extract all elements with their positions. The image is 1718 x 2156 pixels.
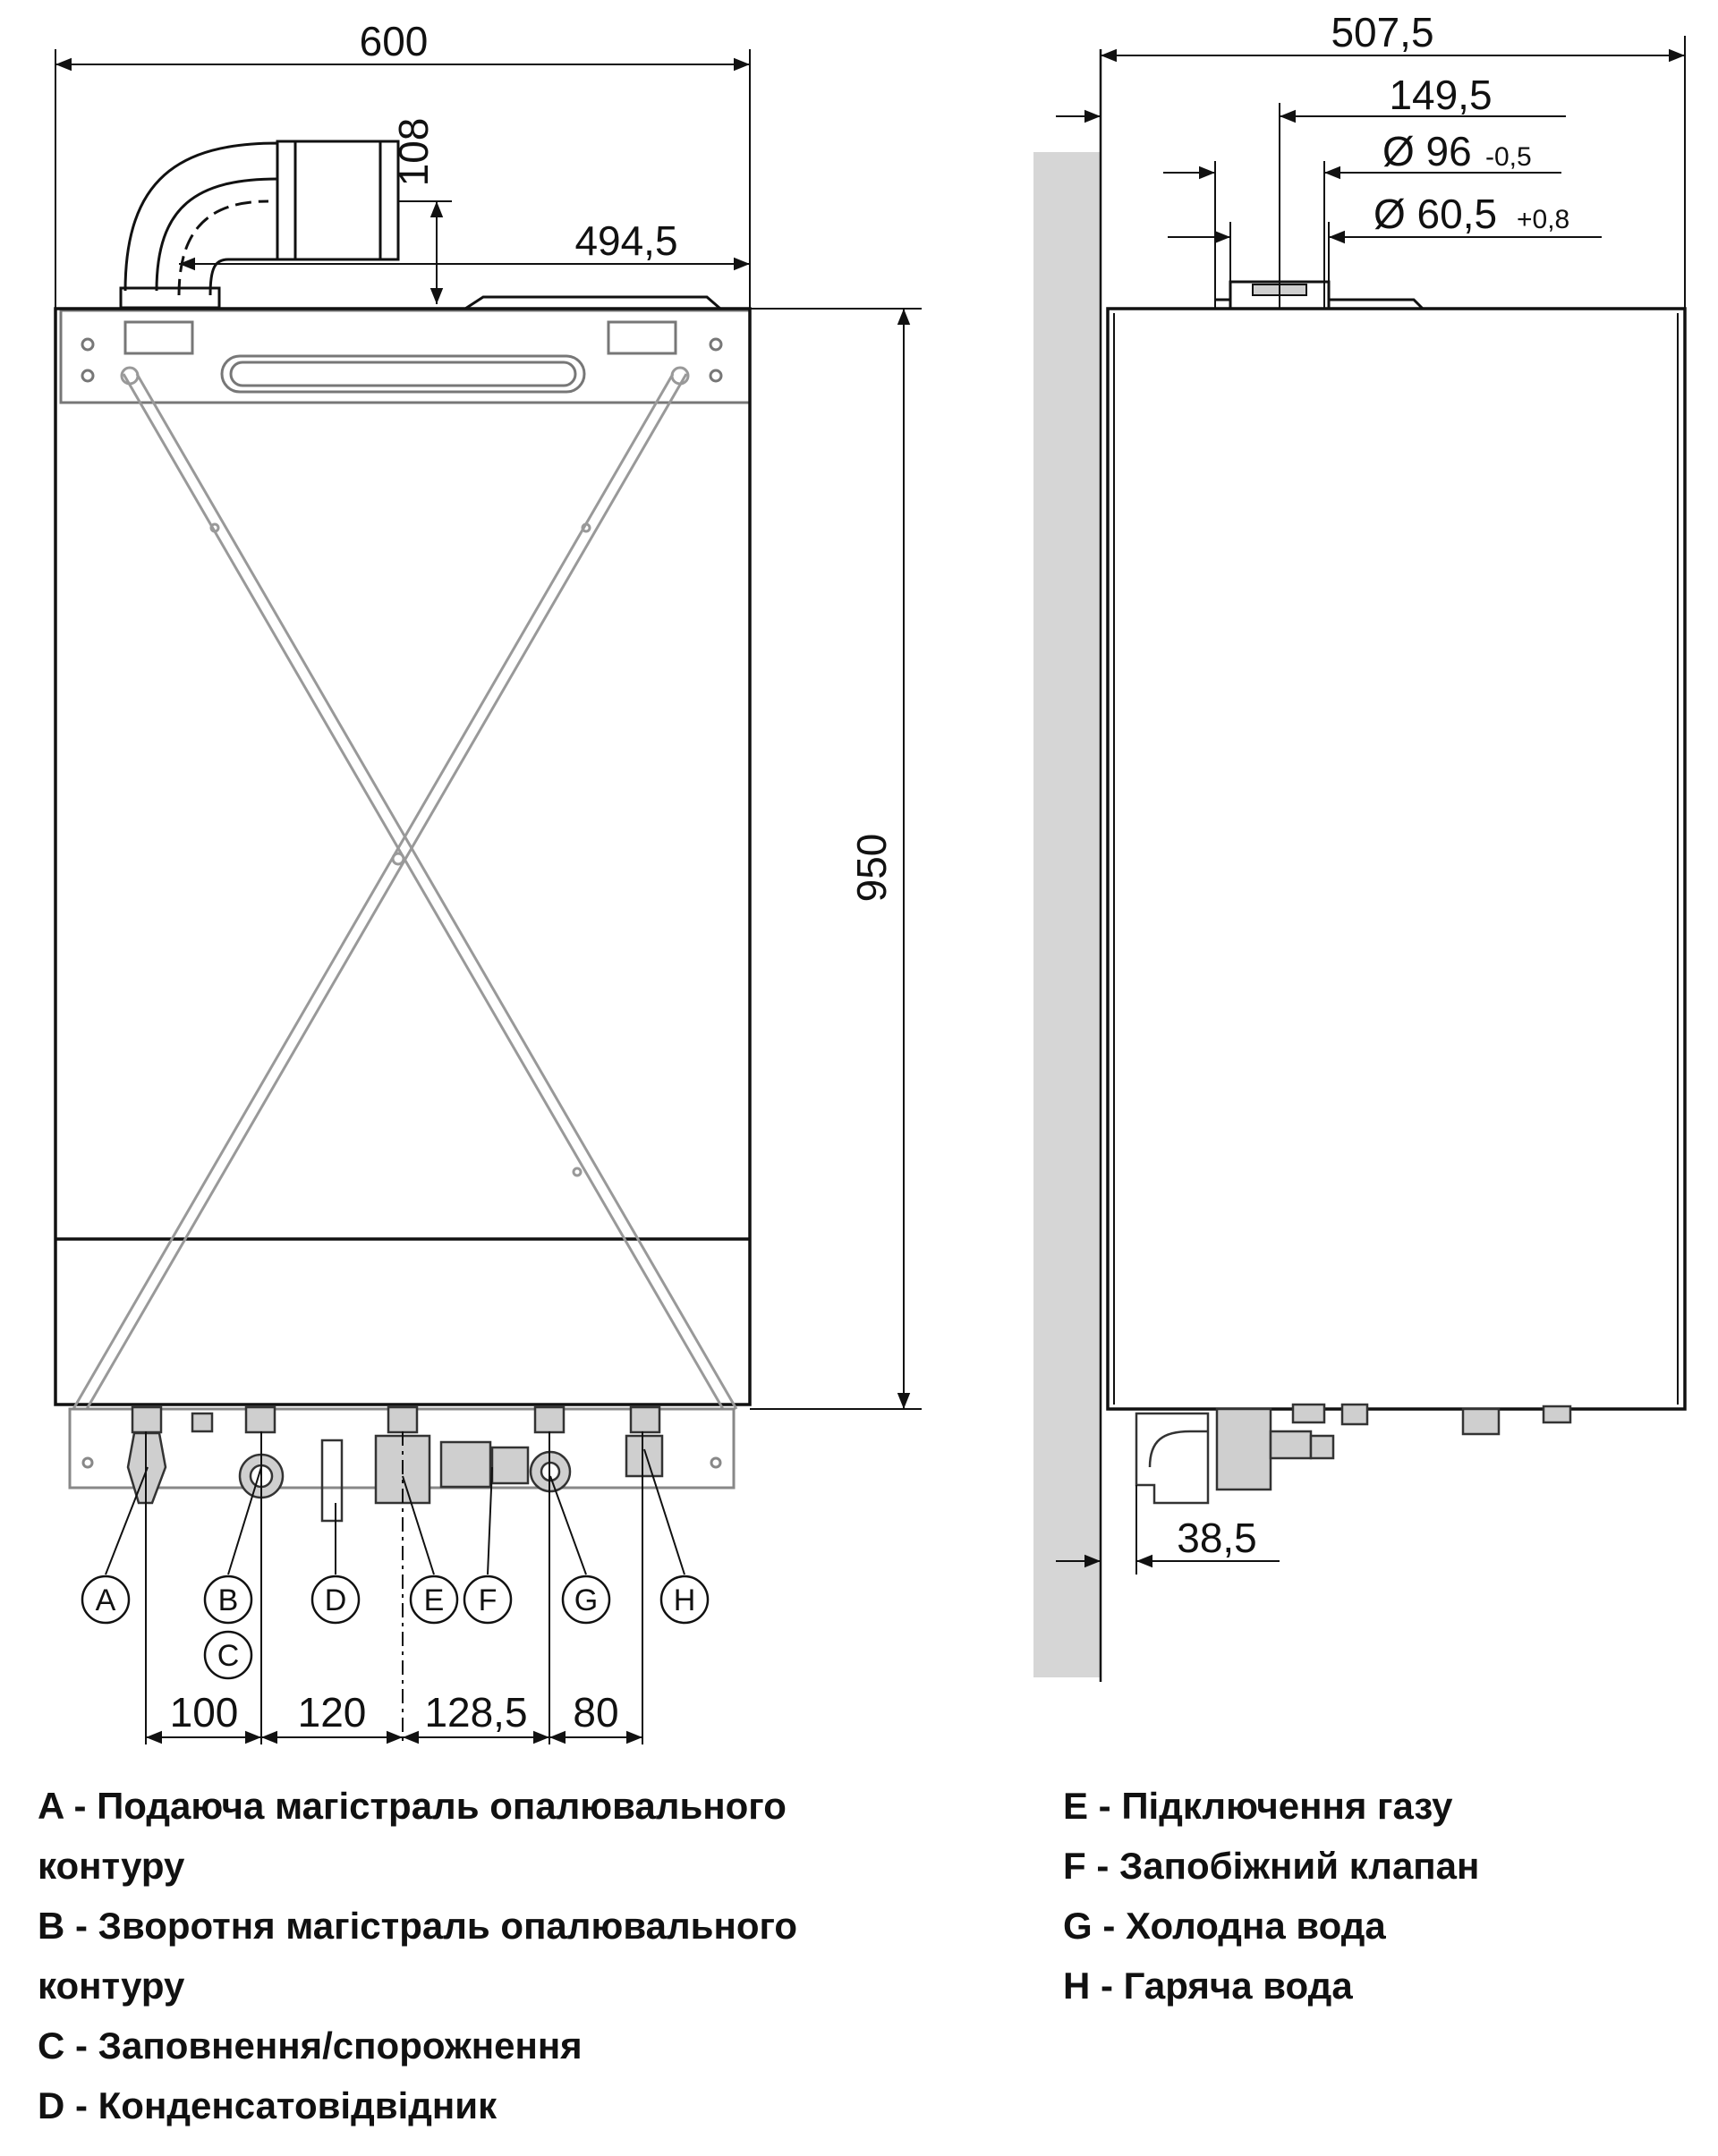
dim-flue-depth <box>1056 103 1566 309</box>
wall-frame <box>72 366 738 1410</box>
legend-item-b: B - Зворотня магістраль опалювального <box>38 1905 798 1947</box>
dim-spacing-2: 120 <box>298 1689 367 1736</box>
dim-width <box>55 49 751 309</box>
side-fittings <box>1135 1403 1572 1505</box>
legend-right: E - Підключення газу F - Запобіжний клап… <box>1063 1776 1689 2016</box>
legend-item-h: H - Гаряча вода <box>1063 1965 1353 2007</box>
dim-wall-offset <box>1056 1485 1280 1575</box>
dim-spacing-3: 128,5 <box>424 1689 527 1736</box>
dim-flue-offset-label: 494,5 <box>574 217 677 264</box>
callout-f: F <box>463 1575 513 1625</box>
svg-text:C: C <box>217 1639 240 1673</box>
dim-outer-dia-label: Ø 96 <box>1382 128 1472 174</box>
legend-item-a: A - Подаюча магістраль опалювального <box>38 1785 787 1827</box>
legend-item-c: C - Заповнення/спорожнення <box>38 2024 583 2067</box>
wall <box>1033 152 1101 1677</box>
mounting-bracket <box>59 309 752 404</box>
dim-inner-dia <box>1168 222 1602 286</box>
dim-outer-tol-label: -0,5 <box>1485 142 1532 172</box>
flue-elbow <box>123 140 400 296</box>
legend-item-a-cont: контуру <box>38 1845 185 1887</box>
dim-outer-dia <box>1163 161 1561 309</box>
flue-top <box>1215 280 1425 310</box>
dim-height <box>750 308 922 1410</box>
connection-axes <box>145 1431 643 1744</box>
svg-text:D: D <box>325 1583 347 1617</box>
dim-flue-depth-label: 149,5 <box>1389 72 1492 118</box>
callout-c: C <box>203 1630 253 1680</box>
callout-h: H <box>659 1575 710 1625</box>
callout-b: B <box>203 1575 253 1625</box>
dim-inner-dia-label: Ø 60,5 <box>1374 191 1497 237</box>
legend-item-f: F - Запобіжний клапан <box>1063 1845 1480 1887</box>
dim-height-label: 950 <box>848 834 895 903</box>
dim-flue-height <box>398 200 452 304</box>
dim-spacing-1: 100 <box>170 1689 239 1736</box>
dim-width-label: 600 <box>360 18 429 64</box>
fittings <box>126 1405 664 1523</box>
svg-text:A: A <box>96 1583 116 1617</box>
dim-inner-tol-label: +0,8 <box>1517 205 1569 234</box>
side-view: 507,5 149,5 Ø 96 -0,5 Ø 60,5 +0,8 <box>1033 9 1687 1682</box>
boiler-body <box>54 307 752 1406</box>
dim-depth <box>1101 36 1686 309</box>
callout-d: D <box>310 1575 361 1625</box>
technical-drawing: A B C D E F G H <box>54 9 1687 1744</box>
legend-item-g: G - Холодна вода <box>1063 1905 1386 1947</box>
svg-text:H: H <box>674 1583 696 1617</box>
flue-base <box>119 286 221 310</box>
dim-wall-offset-label: 38,5 <box>1177 1515 1257 1561</box>
legend-item-b-cont: контуру <box>38 1965 185 2007</box>
callout-a: A <box>81 1575 131 1625</box>
top-cover <box>464 295 721 310</box>
legend-left: A - Подаюча магістраль опалювального кон… <box>38 1776 1022 2135</box>
dim-depth-label: 507,5 <box>1331 9 1433 55</box>
dim-flue-height-label: 108 <box>390 118 437 187</box>
svg-text:F: F <box>479 1583 498 1617</box>
legend-item-e: E - Підключення газу <box>1063 1785 1453 1827</box>
svg-text:G: G <box>574 1583 598 1617</box>
dim-spacing-4: 80 <box>573 1689 618 1736</box>
callout-g: G <box>561 1575 611 1625</box>
front-view: A B C D E F G H <box>54 18 922 1744</box>
svg-text:E: E <box>424 1583 445 1617</box>
boiler-side-body <box>1106 307 1687 1411</box>
callout-leaders <box>105 1448 685 1575</box>
callout-e: E <box>409 1575 459 1625</box>
svg-text:B: B <box>218 1583 239 1617</box>
legend-item-d: D - Конденсатовідвідник <box>38 2084 498 2126</box>
